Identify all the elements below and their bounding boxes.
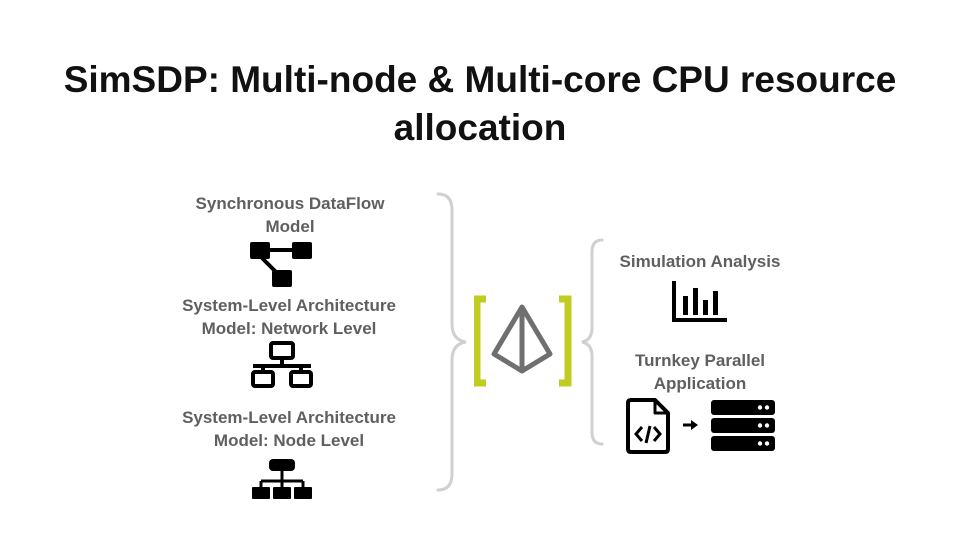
- network-level-label: System-Level Architecture Model: Network…: [182, 296, 396, 338]
- arrow-right-icon: [682, 419, 698, 431]
- server-icon: [710, 399, 776, 453]
- turnkey-app-label: Turnkey Parallel Application: [634, 351, 766, 393]
- bar-chart-icon: [671, 279, 729, 323]
- hierarchy-icon: [251, 457, 313, 501]
- dataflow-diagram-icon: [248, 240, 314, 290]
- slide-title: SimSDP: Multi-node & Multi-core CPU reso…: [63, 59, 897, 148]
- sdf-model-label: Synchronous DataFlow Model: [195, 194, 385, 236]
- network-icon: [249, 341, 315, 389]
- left-curly-brace: [436, 192, 470, 492]
- simulation-analysis-label: Simulation Analysis: [619, 252, 781, 271]
- simsdp-logo: [474, 294, 574, 388]
- right-curly-brace: [580, 238, 604, 446]
- code-file-icon: [625, 398, 671, 454]
- node-level-label: System-Level Architecture Model: Node Le…: [182, 408, 396, 450]
